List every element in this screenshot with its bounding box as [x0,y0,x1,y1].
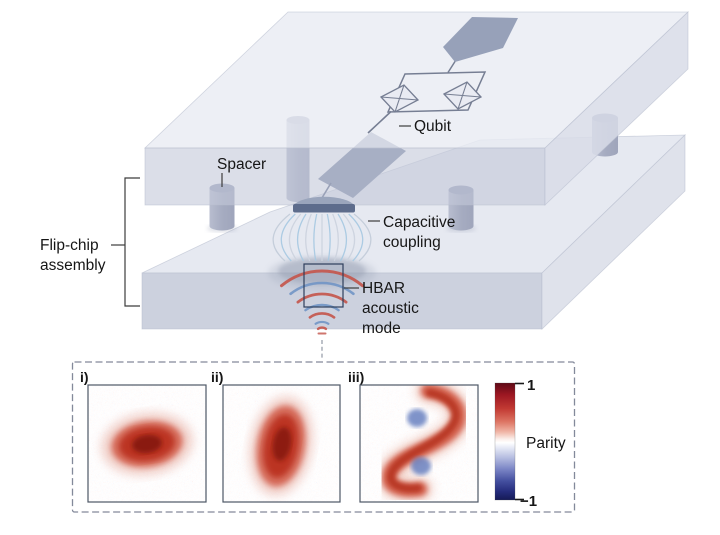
qubit-antenna-pad-top [443,17,518,62]
capacitive-coupling-field [272,213,372,262]
hbar-acoustic-mode [268,256,376,335]
dashed-box [71,361,576,513]
capacitive-label-line1: Capacitive [383,214,455,231]
negative-parity-node-bottom [411,457,431,475]
flip-chip-label-line1: Flip-chip [40,237,99,254]
flip-chip-bracket [124,177,140,307]
bottom-chip-right-face [541,134,686,330]
antenna-wire [447,61,456,73]
qubit-label: Qubit [414,118,452,135]
panel-iii: iii) [348,369,479,503]
tomography-panels-box: i) ii) iii) [71,361,576,513]
panel-i-blob [101,412,193,476]
negative-parity-node-top [407,409,427,427]
colorbar-axis-label: Parity [526,435,566,452]
panel-iii-cat-state [376,385,472,502]
panel-ii-label: ii) [211,369,223,385]
hbar-label-line3: mode [362,320,401,337]
spacer-label: Spacer [217,156,266,173]
panel-ii-border [222,384,341,503]
panel-i-border [87,384,207,503]
wavefront-blue-1 [289,281,355,296]
panel-ii-blob [249,396,313,496]
panel-i: i) [80,369,207,503]
panel-iii-label: iii) [348,369,364,385]
parity-colorbar: 1 −1 Parity [494,377,566,510]
wavefront-red-2 [296,292,348,304]
wavefront-red-3 [308,312,336,319]
hbar-label-line1: HBAR [362,280,405,297]
josephson-junction-right [442,81,483,110]
josephson-junction-left [379,84,420,113]
wavefront-red-1 [280,269,364,288]
wavefront-blue-3 [314,320,330,325]
hbar-resonator-outline [303,263,344,308]
qubit-circuit [367,17,518,134]
annotation-labels: Qubit Spacer Capacitive coupling HBAR ac… [40,118,455,337]
top-chip [143,11,690,206]
flip-chip-label-line2: assembly [40,257,106,274]
capacitive-label-line2: coupling [383,234,441,251]
wavefront-red-4 [316,326,328,331]
panel-i-label: i) [80,369,89,385]
wavefront-blue-2 [304,303,340,312]
panel-ii: ii) [211,369,341,503]
top-chip-right-face [544,11,689,206]
loop-to-pad-wire [367,110,392,134]
hbar-label-line2: acoustic [362,300,419,317]
colorbar-gradient [494,382,516,501]
colorbar-max-label: 1 [527,377,535,394]
top-chip-front-face [144,147,546,206]
panel-iii-border [359,384,479,503]
capacitive-coupler-pad [293,196,355,213]
colorbar-min-label: −1 [520,493,537,510]
